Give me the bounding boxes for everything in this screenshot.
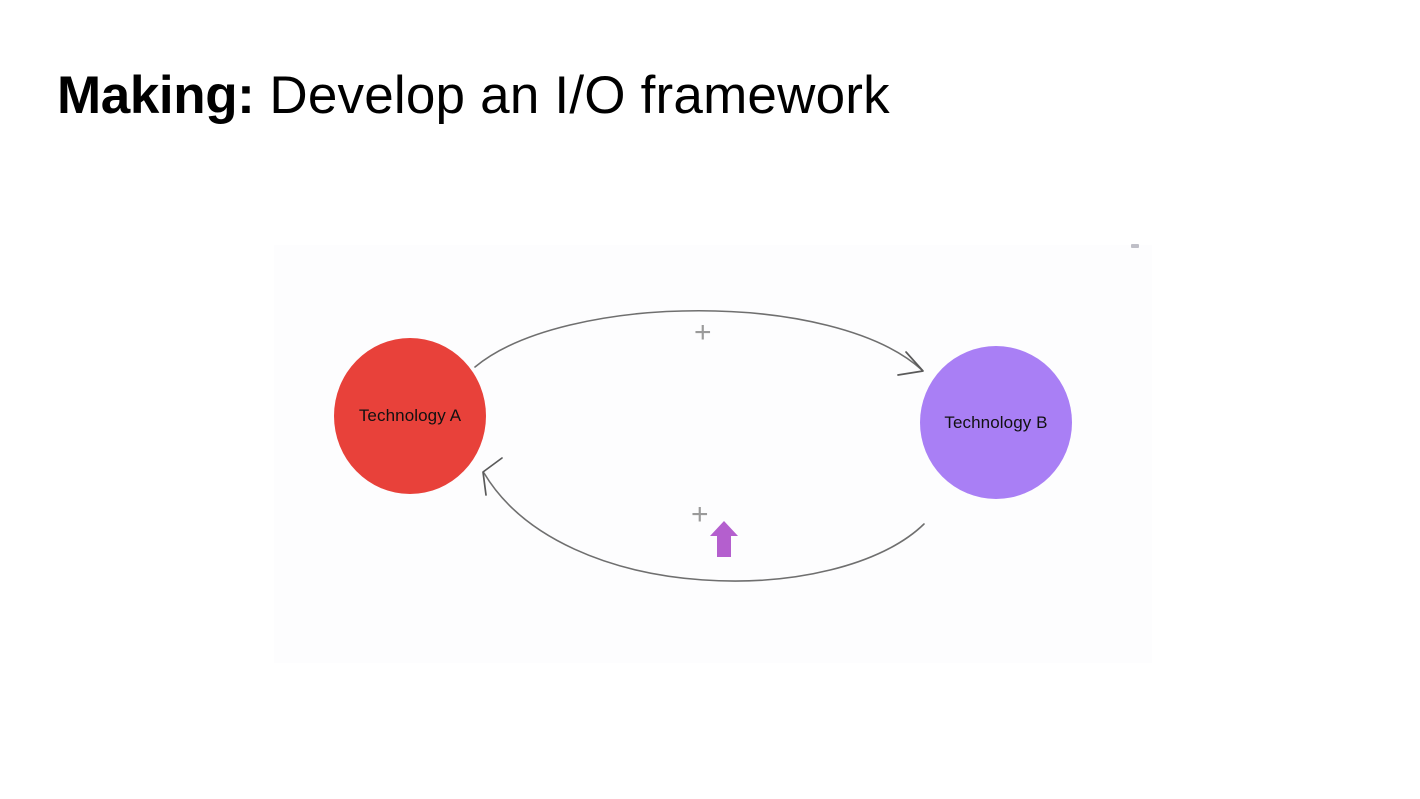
edge-b-to-a[interactable] xyxy=(482,457,925,582)
causal-loop-diagram[interactable]: Technology A Technology B + + xyxy=(274,244,1152,663)
node-technology-b[interactable]: Technology B xyxy=(920,346,1072,499)
canvas-speck xyxy=(1131,244,1139,248)
node-technology-a-label: Technology A xyxy=(358,406,462,425)
edge-a-to-b[interactable] xyxy=(474,310,924,376)
node-technology-b-label: Technology B xyxy=(944,412,1048,432)
page-title: Making: Develop an I/O framework xyxy=(57,66,890,125)
diagram-edges-layer xyxy=(474,310,925,582)
edge-polarity-sign-bottom: + xyxy=(691,498,709,531)
page-title-rest: Develop an I/O framework xyxy=(269,66,890,125)
mouse-cursor-arrow-icon xyxy=(710,521,738,557)
node-technology-a[interactable]: Technology A xyxy=(334,338,486,494)
arrowhead-to-a xyxy=(482,457,503,496)
page-title-prefix: Making: xyxy=(57,66,255,125)
edge-polarity-sign-top: + xyxy=(694,316,712,349)
arrowhead-to-b xyxy=(897,351,924,376)
